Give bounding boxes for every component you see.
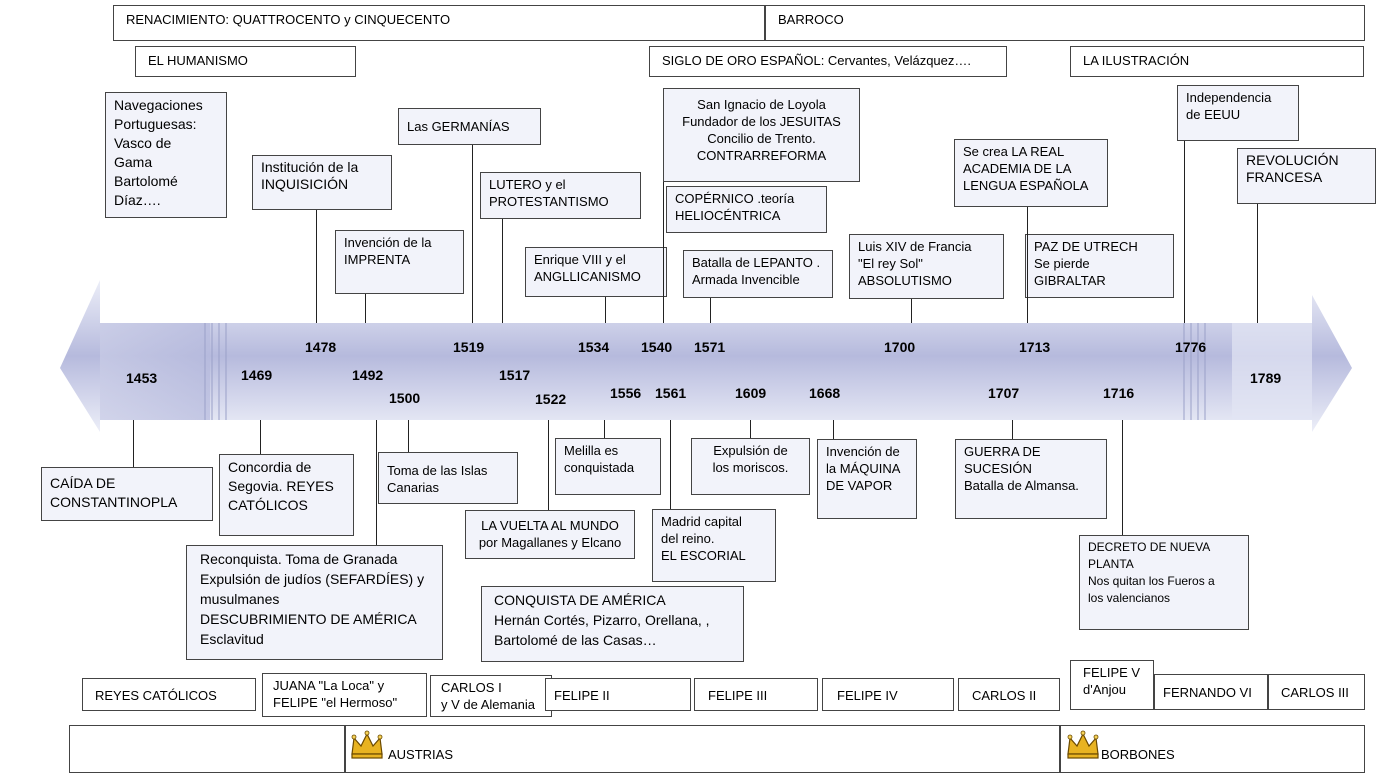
connector-1540 [663,182,664,323]
event-conquista: CONQUISTA DE AMÉRICA Hernán Cortés, Piza… [481,586,744,662]
dynasty-label-borbones: BORBONES [1101,747,1175,762]
connector-1519 [472,145,473,323]
connector-1492 [376,420,377,545]
connector-1500 [408,420,409,452]
connector-1713 [1027,207,1028,323]
event-copernico: COPÉRNICO .teoría HELIOCÉNTRICA [666,186,827,233]
monarch-fernando-vi: FERNANDO VI [1154,674,1268,710]
dynasty-borbones [1060,725,1365,773]
year-1453: 1453 [126,370,158,386]
year-1492: 1492 [352,367,384,383]
event-enrique: Enrique VIII y el ANGLLICANISMO [525,247,667,297]
connector-1534 [605,297,606,323]
dynasty-label-austrias: AUSTRIAS [388,747,454,762]
year-1700: 1700 [884,339,916,355]
monarch-carlos-ii: CARLOS II [958,678,1060,711]
year-1668: 1668 [809,385,841,401]
event-luis: Luis XIV de Francia "El rey Sol" ABSOLUT… [849,234,1004,299]
event-sucesion: GUERRA DE SUCESIÓN Batalla de Almansa. [955,439,1107,519]
connector-1561 [670,420,671,509]
band-humanismo: EL HUMANISMO [135,46,356,77]
event-madrid: Madrid capital del reino. EL ESCORIAL [652,509,776,582]
connector-1492-top [365,294,366,323]
year-1556: 1556 [610,385,642,401]
event-navegaciones: Navegaciones Portuguesas: Vasco de Gama … [105,92,227,218]
event-academia: Se crea LA REAL ACADEMIA DE LA LENGUA ES… [954,139,1108,207]
event-utrech: PAZ DE UTRECH Se pierde GIBRALTAR [1025,234,1174,298]
event-loyola: San Ignacio de Loyola Fundador de los JE… [663,88,860,182]
connector-1700 [911,299,912,323]
event-concordia: Concordia de Segovia. REYES CATÓLICOS [219,454,354,536]
year-1789: 1789 [1250,370,1282,386]
arrow-separators [204,323,1206,420]
connector-1517 [502,219,503,323]
connector-1571 [710,298,711,323]
dynasty-austrias [345,725,1060,773]
year-1534: 1534 [578,339,610,355]
band-siglo-oro: SIGLO DE ORO ESPAÑOL: Cervantes, Velázqu… [649,46,1007,77]
event-reconquista: Reconquista. Toma de Granada Expulsión d… [186,545,443,660]
event-lepanto: Batalla de LEPANTO . Armada Invencible [683,250,833,298]
event-germanias: Las GERMANÍAS [398,108,541,145]
connector-1522 [548,420,549,510]
year-1609: 1609 [735,385,767,401]
dynasty-pre-austrias [69,725,345,773]
event-vuelta: LA VUELTA AL MUNDO por Magallanes y Elca… [465,510,635,559]
year-1519: 1519 [453,339,485,355]
year-1707: 1707 [988,385,1020,401]
monarch-felipe-iii: FELIPE III [694,678,818,711]
band-renacimiento: RENACIMIENTO: QUATTROCENTO y CINQUECENTO [113,5,765,41]
connector-1469 [260,420,261,454]
event-vapor: Invención de la MÁQUINA DE VAPOR [817,439,917,519]
year-1522: 1522 [535,391,567,407]
year-1500: 1500 [389,390,421,406]
year-1478: 1478 [305,339,337,355]
monarch-carlos-iii: CARLOS III [1268,674,1365,710]
event-melilla: Melilla es conquistada [555,438,661,495]
year-1517: 1517 [499,367,531,383]
monarch-felipe-v: FELIPE V d'Anjou [1070,660,1154,710]
connector-1789 [1257,204,1258,323]
event-imprenta: Invención de la IMPRENTA [335,230,464,294]
monarch-juana-felipe: JUANA "La Loca" y FELIPE "el Hermoso" [262,673,427,717]
connector-1707 [1012,420,1013,439]
crown-icon [1067,730,1099,759]
monarch-felipe-ii: FELIPE II [545,678,691,711]
year-1540: 1540 [641,339,673,355]
event-constantinopla: CAÍDA DE CONSTANTINOPLA [41,467,213,521]
event-revolucion: REVOLUCIÓN FRANCESA [1237,148,1376,204]
year-1571: 1571 [694,339,726,355]
crown-icon [351,730,383,759]
year-1561: 1561 [655,385,687,401]
connector-1609 [750,420,751,438]
band-ilustracion: LA ILUSTRACIÓN [1070,46,1364,77]
monarch-carlos-i: CARLOS I y V de Alemania [430,675,552,717]
monarch-reyes-catolicos: REYES CATÓLICOS [82,678,256,711]
connector-1716 [1122,420,1123,535]
event-nueva-planta: DECRETO DE NUEVA PLANTA Nos quitan los F… [1079,535,1249,630]
connector-1776 [1184,141,1185,323]
year-1776: 1776 [1175,339,1207,355]
arrow-body [60,280,1352,432]
monarch-felipe-iv: FELIPE IV [822,678,954,711]
event-moriscos: Expulsión de los moriscos. [691,438,810,495]
year-1716: 1716 [1103,385,1135,401]
event-lutero: LUTERO y el PROTESTANTISMO [480,172,641,219]
connector-1556 [604,420,605,438]
year-1713: 1713 [1019,339,1051,355]
event-canarias: Toma de las Islas Canarias [378,452,518,504]
band-barroco: BARROCO [765,5,1365,41]
event-eeuu: Independencia de EEUU [1177,85,1299,141]
year-1469: 1469 [241,367,273,383]
event-inquisicion: Institución de la INQUISICIÓN [252,155,392,210]
connector-1453 [133,420,134,467]
connector-1668 [833,420,834,439]
connector-1478 [316,210,317,323]
